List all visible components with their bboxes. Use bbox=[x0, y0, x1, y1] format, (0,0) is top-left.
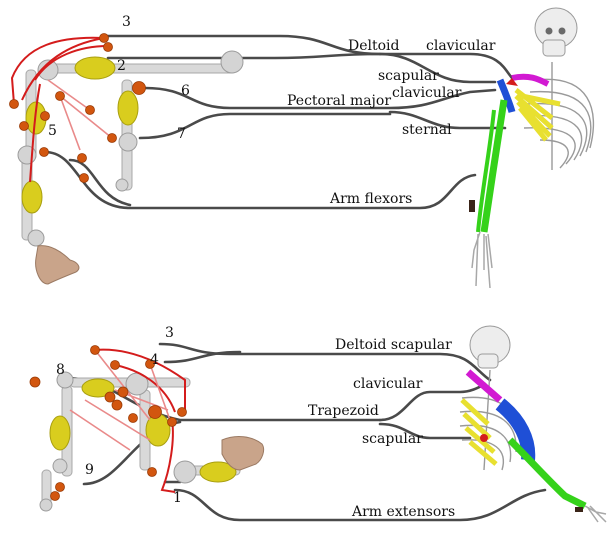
number-label: 5 bbox=[48, 123, 57, 139]
marker bbox=[86, 106, 95, 115]
label-pectoral-major: Pectoral major bbox=[287, 93, 391, 109]
number-label: 6 bbox=[181, 83, 190, 99]
label-pectoral-clavicular: clavicular bbox=[392, 85, 462, 101]
marker bbox=[112, 400, 122, 410]
marker bbox=[129, 414, 138, 423]
marker bbox=[51, 492, 60, 501]
robot-joint bbox=[119, 133, 137, 151]
marker bbox=[10, 100, 19, 109]
marker bbox=[105, 392, 115, 402]
marker bbox=[133, 82, 146, 95]
shoulder-muscles bbox=[500, 77, 560, 140]
robot-muscle-actuator bbox=[118, 91, 138, 125]
number-label: 7 bbox=[177, 126, 186, 142]
number-label: 1 bbox=[173, 490, 182, 506]
robot-joint bbox=[116, 179, 128, 191]
label-deltoid-scapular: Deltoid scapular bbox=[335, 337, 452, 353]
number-label: 4 bbox=[150, 352, 159, 368]
hand-icon bbox=[36, 246, 79, 284]
label-deltoid-clavicular: clavicular bbox=[426, 38, 496, 54]
marker bbox=[118, 387, 128, 397]
label-deltoid-scapular: scapular bbox=[378, 68, 439, 84]
label-arm-flexors: Arm flexors bbox=[329, 191, 412, 207]
robot-joint bbox=[40, 499, 52, 511]
connector-2-deltoid-scapular bbox=[108, 54, 380, 58]
robot-muscle-actuator bbox=[50, 416, 70, 450]
robot-muscle-actuator bbox=[75, 57, 115, 79]
marker bbox=[80, 174, 89, 183]
marker bbox=[104, 43, 113, 52]
marker bbox=[78, 154, 87, 163]
marker bbox=[40, 148, 49, 157]
marker bbox=[20, 122, 29, 131]
label-trapezoid: Trapezoid bbox=[308, 403, 379, 419]
number-label: 8 bbox=[56, 362, 65, 378]
skull-icon bbox=[470, 326, 510, 368]
robot-joint bbox=[221, 51, 243, 73]
marker bbox=[100, 34, 109, 43]
marker bbox=[108, 134, 117, 143]
robot-joint bbox=[53, 459, 67, 473]
tendon-soft bbox=[48, 80, 90, 110]
marker bbox=[56, 483, 65, 492]
skull-icon bbox=[535, 8, 577, 56]
marker bbox=[168, 418, 177, 427]
connector-4-deltoid-scapular bbox=[165, 352, 240, 362]
marker bbox=[41, 112, 50, 121]
top-robot-arm bbox=[10, 34, 244, 285]
number-label: 9 bbox=[85, 462, 94, 478]
number-label: 2 bbox=[117, 58, 126, 74]
label-pectoral-sternal: sternal bbox=[402, 122, 452, 138]
marker bbox=[178, 408, 187, 417]
label-arm-extensors: Arm extensors bbox=[351, 504, 455, 520]
marker bbox=[148, 468, 157, 477]
marker bbox=[149, 406, 162, 419]
marker bbox=[30, 377, 40, 387]
robot-muscle-actuator bbox=[22, 181, 42, 213]
label-deltoid: Deltoid bbox=[348, 38, 400, 54]
number-label: 3 bbox=[122, 14, 131, 30]
bottom-robot-arm bbox=[30, 346, 264, 512]
robot-joint bbox=[28, 230, 44, 246]
label-trapezoid-scapular: scapular bbox=[362, 431, 423, 447]
label-trapezoid-clavicular: clavicular bbox=[353, 376, 423, 392]
top-panel: Deltoid clavicular scapular Pectoral maj… bbox=[10, 8, 594, 288]
marker bbox=[56, 92, 65, 101]
bottom-panel: Deltoid scapular clavicular Trapezoid sc… bbox=[30, 325, 606, 522]
robot-joint bbox=[174, 461, 196, 483]
marker bbox=[91, 346, 100, 355]
marker bbox=[111, 361, 120, 370]
back-muscles bbox=[462, 372, 606, 522]
number-label: 3 bbox=[165, 325, 174, 341]
